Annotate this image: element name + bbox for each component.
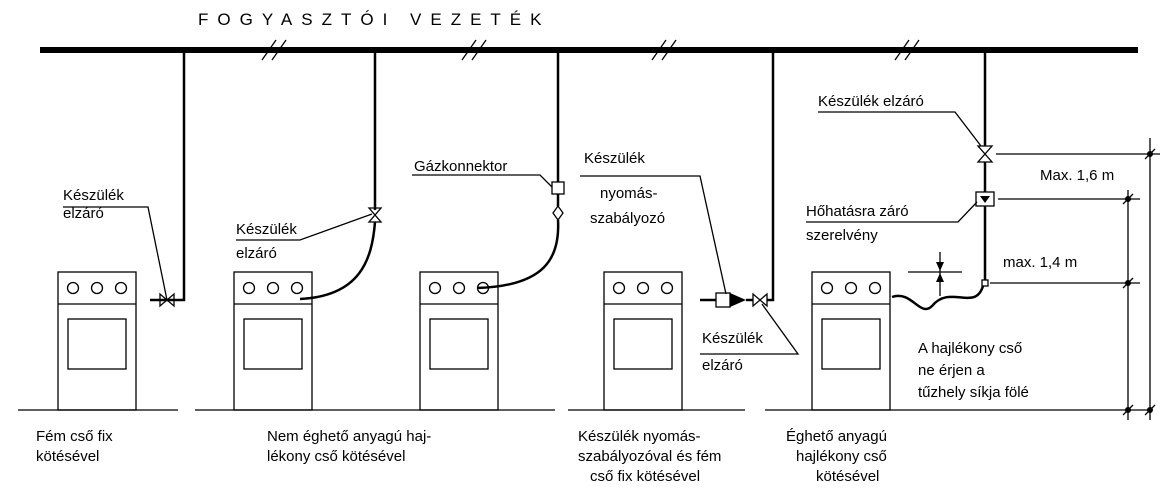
note-line2: ne érjen a (918, 362, 985, 379)
caption-5-line2: hajlékony cső (796, 448, 887, 465)
label-thermal-line2: szerelvény (806, 227, 878, 244)
label-valve-1-line1: Készülék (63, 187, 124, 204)
caption-4-line1: Készülék nyomás- (578, 428, 701, 445)
dimension-label-max-14: max. 1,4 m (1000, 250, 1118, 274)
caption-2-line1: Nem éghető anyagú haj- (267, 428, 431, 445)
label-valve-1-line2: elzáró (63, 205, 104, 222)
valve-symbol (752, 292, 768, 308)
label-valve-5: Készülék elzáró (818, 93, 924, 110)
label-valve-4-line1: Készülék (702, 330, 763, 347)
caption-1-line2: kötésével (36, 448, 99, 465)
leader-line (412, 174, 553, 188)
label-valve-2-line1: Készülék (236, 221, 297, 238)
label-gas-connector: Gázkonnektor (414, 158, 507, 175)
valve-symbol (367, 207, 383, 223)
stove-4 (603, 271, 683, 411)
connector-box (551, 181, 565, 195)
setup-1-fixed-metal-pipe: Készülék elzáró Fém cső fix kötésével (36, 50, 186, 465)
caption-5-line1: Éghető anyagú (786, 428, 887, 445)
dimension-lines (990, 138, 1160, 420)
stove-5 (811, 271, 891, 411)
label-valve-2-line2: elzáró (236, 245, 277, 262)
caption-4-line2: szabályozóval és fém (578, 448, 721, 465)
leader-line (63, 206, 168, 301)
main-supply-pipe (40, 39, 1138, 61)
stove-1 (57, 271, 137, 411)
note-line1: A hajlékony cső (918, 340, 1022, 357)
dimension-max-16: Max. 1,6 m (1040, 167, 1114, 184)
pressure-regulator-symbol (700, 292, 753, 308)
caption-2-line2: lékony cső kötésével (267, 448, 405, 465)
dimension-max-14: max. 1,4 m (1003, 254, 1077, 271)
setup-3-gas-connector: Gázkonnektor (412, 50, 565, 411)
leader-line (236, 213, 373, 241)
clearance-marker (908, 252, 962, 296)
label-regulator-line1: Készülék (584, 150, 645, 167)
diagram-title: FOGYASZTÓI VEZETÉK (198, 10, 551, 29)
stove-3 (419, 271, 499, 411)
leader-line-valve (700, 303, 800, 355)
label-regulator-line3: szabályozó (590, 210, 665, 227)
note-line3: tűzhely síkja fölé (918, 384, 1029, 401)
leader-line-regulator (580, 175, 727, 295)
leader-line-thermal (806, 201, 978, 223)
setup-5-flammable-flexible-hose: Készülék elzáró Hőhatásra záró szerelvén… (786, 50, 1029, 485)
valve-symbol (976, 145, 994, 163)
dimension-label-max-16: Max. 1,6 m (1036, 163, 1140, 187)
stove-2 (233, 271, 313, 411)
hose-fitting (981, 279, 989, 287)
label-valve-4-line2: elzáró (702, 357, 743, 374)
leader-line-valve (818, 111, 982, 147)
label-thermal-line1: Hőhatásra záró (806, 203, 909, 220)
setup-4-pressure-regulator: Készülék nyomás- szabályozó Készülék elz… (578, 50, 800, 485)
connector-coupling (552, 204, 564, 222)
caption-5-line3: kötésével (816, 468, 879, 485)
valve-symbol (159, 292, 175, 308)
caption-1-line1: Fém cső fix (36, 428, 113, 445)
flexible-hose (891, 285, 985, 311)
label-regulator-line2: nyomás- (600, 185, 658, 202)
caption-4-line3: cső fix kötésével (590, 468, 700, 485)
setup-2-nonflammable-flexible-hose: Készülék elzáró Nem éghető anyagú haj- l… (233, 50, 431, 465)
thermal-shutoff-symbol (975, 191, 995, 207)
